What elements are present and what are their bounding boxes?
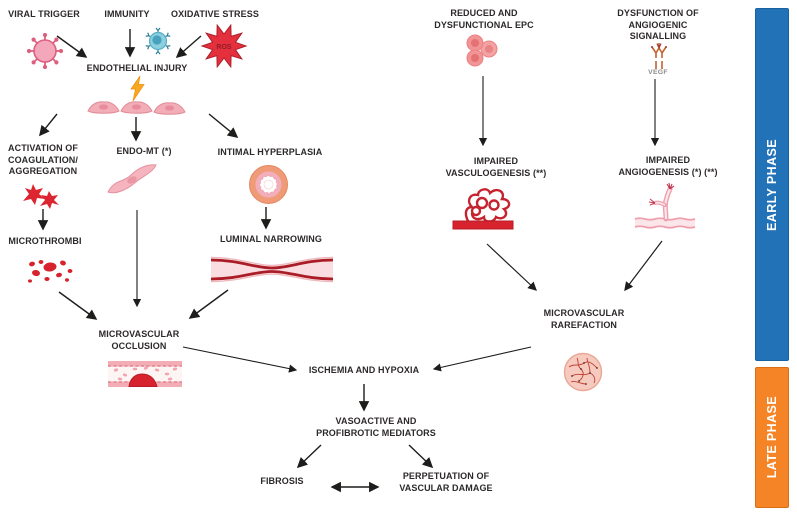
- node-intimal-hyperplasia: INTIMAL HYPERPLASIA: [217, 147, 323, 157]
- narrowed-vessel-icon: [211, 256, 333, 283]
- node-viral-trigger: VIRAL TRIGGER: [8, 9, 80, 19]
- node-vasoactive-mediators: VASOACTIVE AND PROFIBROTIC MEDIATORS: [316, 416, 436, 438]
- endothelial-cells-icon: [87, 101, 186, 115]
- late-phase-bar: LATE PHASE: [755, 367, 789, 508]
- arrow-microthrombi-to-occlusion: [58, 291, 98, 320]
- arrow-narrowing-to-occlusion: [188, 289, 229, 319]
- thrombi-clumps-icon: [28, 260, 73, 283]
- node-ischemia-hypoxia: ISCHEMIA AND HYPOXIA: [308, 365, 420, 375]
- ros-label: ROS: [216, 44, 232, 51]
- node-impaired-vasculogenesis: IMPAIRED VASCULOGENESIS (**): [445, 156, 547, 178]
- arrow-angiogenesis-to-rarefaction: [624, 240, 663, 292]
- virus-icon: [26, 32, 64, 70]
- immune-cell-icon: [145, 27, 171, 55]
- node-fibrosis: FIBROSIS: [260, 476, 304, 486]
- ros-star-icon: ROS: [200, 24, 248, 68]
- spindle-cell-icon: [107, 164, 157, 194]
- node-endo-mt: ENDO-MT (*): [116, 146, 172, 156]
- vegf-receptor-icon: [651, 43, 667, 69]
- node-activation-coagulation: ACTIVATION OF COAGULATION/ AGGREGATION: [7, 143, 79, 177]
- node-microthrombi: MICROTHROMBI: [8, 236, 82, 246]
- node-immunity: IMMUNITY: [104, 9, 150, 19]
- node-microvascular-rarefaction: MICROVASCULAR RAREFACTION: [543, 308, 625, 330]
- vessel-cross-section-icon: [249, 165, 288, 204]
- occluded-vessel-icon: [108, 361, 182, 387]
- node-oxidative-stress: OXIDATIVE STRESS: [171, 9, 259, 19]
- vegf-label: VEGF: [648, 69, 668, 76]
- vessel-tangle-icon: [452, 188, 514, 230]
- vessel-sprout-icon: [634, 182, 696, 229]
- arrow-vasoactive-to-fibrosis: [296, 444, 322, 469]
- node-endothelial-injury: ENDOTHELIAL INJURY: [86, 63, 188, 73]
- node-dysfunction-angiogenic: DYSFUNCTION OF ANGIOGENIC SIGNALLING: [617, 8, 699, 42]
- arrow-injury-to-hyperplasia: [208, 113, 239, 138]
- node-reduced-epc: REDUCED AND DYSFUNCTIONAL EPC: [434, 8, 534, 30]
- arrow-viral-to-injury: [56, 35, 88, 58]
- node-microvascular-occlusion: MICROVASCULAR OCCLUSION: [98, 329, 180, 351]
- node-impaired-angiogenesis: IMPAIRED ANGIOGENESIS (*) (**): [618, 155, 718, 177]
- early-phase-bar: EARLY PHASE: [755, 8, 789, 361]
- arrow-injury-to-activation: [39, 113, 58, 137]
- arrow-rarefaction-to-ischemia: [432, 346, 532, 372]
- node-luminal-narrowing: LUMINAL NARROWING: [219, 234, 323, 244]
- node-perpetuation: PERPETUATION OF VASCULAR DAMAGE: [399, 471, 493, 493]
- arrow-vasoactive-to-perpetuation: [408, 444, 434, 469]
- late-phase-label: LATE PHASE: [765, 396, 779, 479]
- activated-platelets-icon: [23, 184, 59, 209]
- arrow-oxidative-to-injury: [175, 35, 202, 59]
- arrow-vasculogenesis-to-rarefaction: [486, 243, 537, 291]
- capillary-sphere-icon: [563, 352, 603, 392]
- early-phase-label: EARLY PHASE: [765, 138, 779, 231]
- epc-cells-icon: [466, 34, 498, 67]
- lightning-icon: [130, 76, 145, 101]
- arrow-occlusion-to-ischemia: [182, 346, 298, 373]
